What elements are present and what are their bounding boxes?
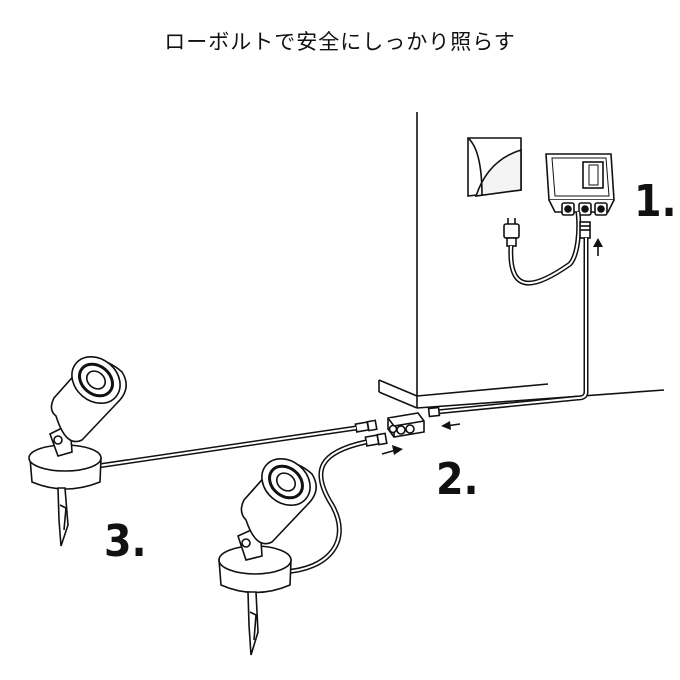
step-2-label: 2.: [436, 454, 479, 505]
power-plug-icon: [504, 218, 519, 246]
garden-spotlight-icon: [219, 449, 319, 655]
step-1-label: 1.: [634, 176, 677, 227]
transformer-output-connector: [580, 222, 590, 238]
arrow-left-icon: [441, 421, 460, 430]
wall-outlet-icon: [468, 138, 521, 196]
plug-cable: [511, 212, 579, 283]
cable-splitter-icon: [388, 413, 424, 437]
lamp-connector-lower: [365, 433, 386, 446]
arrow-right-icon: [382, 445, 403, 455]
arrow-up-icon: [593, 238, 603, 256]
step-3-label: 3.: [104, 516, 147, 567]
transformer-box-icon: [546, 154, 614, 215]
cable-end-connector: [429, 407, 440, 416]
lamp-connector-upper: [355, 420, 376, 432]
